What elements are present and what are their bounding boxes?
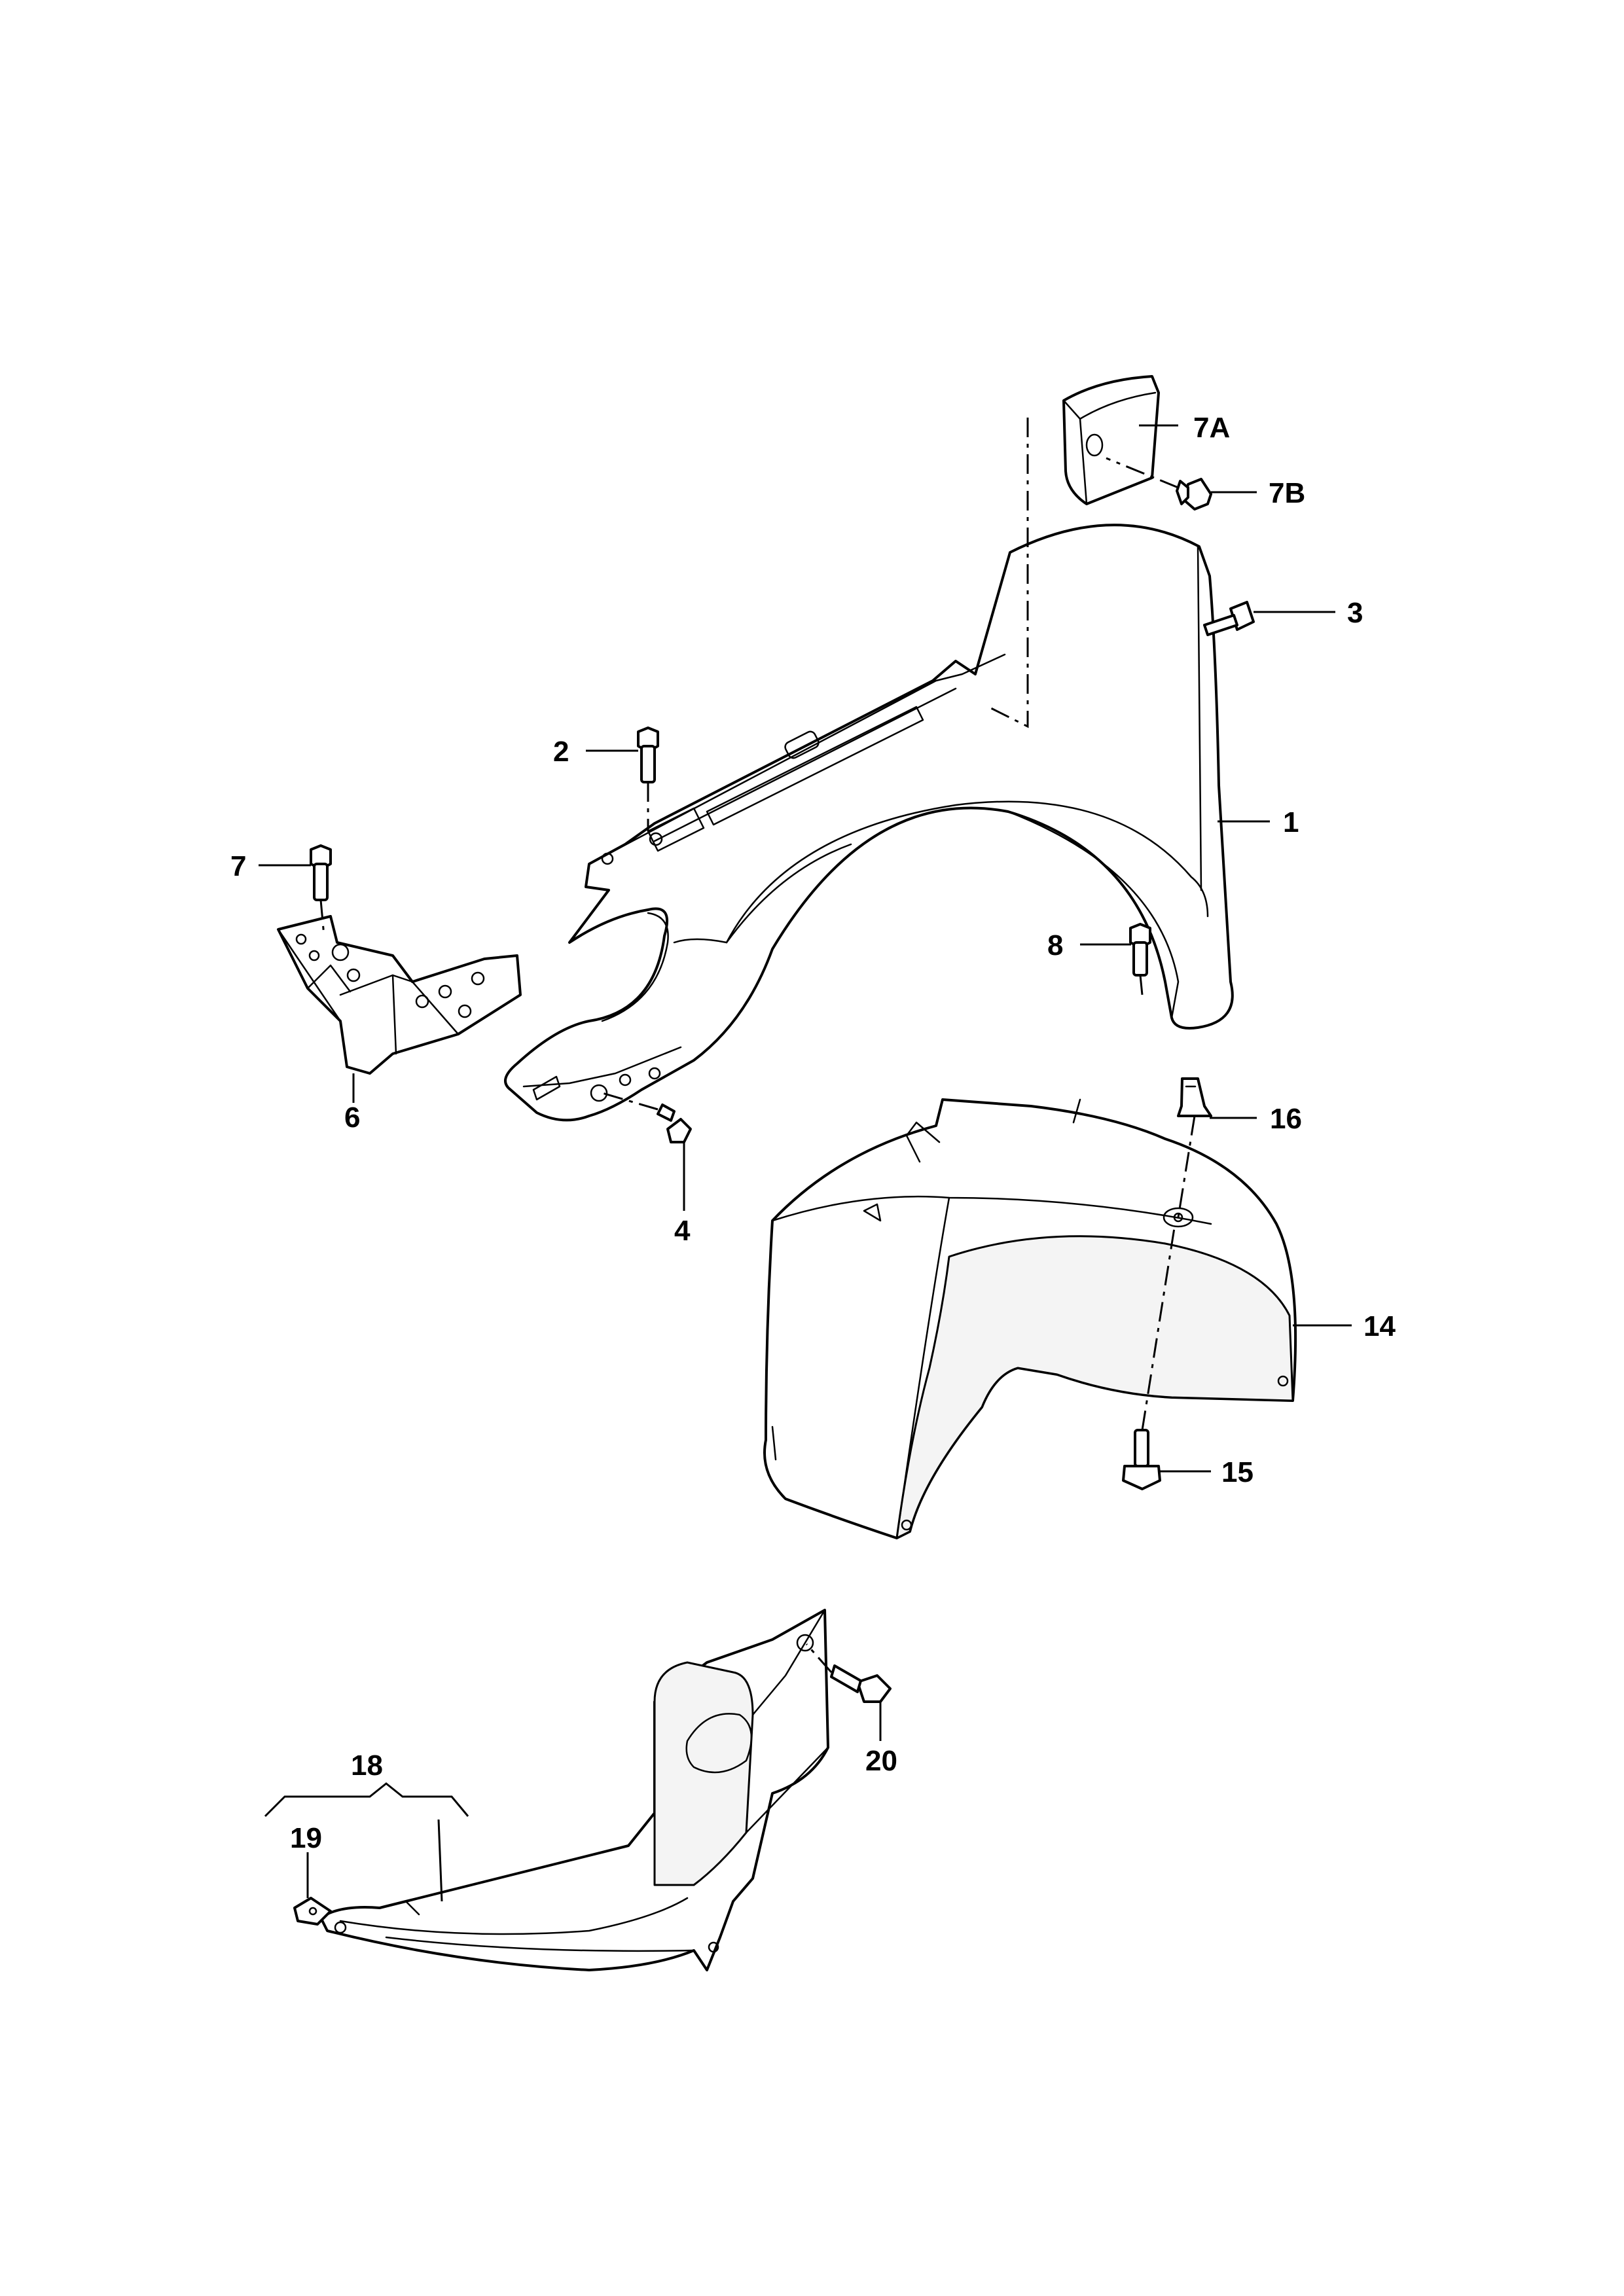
under-shield-part-18 bbox=[319, 1609, 829, 1971]
fender-part-1 bbox=[504, 524, 1234, 1122]
bracket-part-6 bbox=[277, 915, 522, 1075]
callout-7b: 7B bbox=[1269, 477, 1305, 509]
callout-6: 6 bbox=[344, 1102, 360, 1134]
callout-7: 7 bbox=[230, 850, 246, 882]
bolt-15 bbox=[1122, 1223, 1176, 1490]
callout-7a: 7A bbox=[1193, 412, 1230, 444]
wheel-arch-liner-part-14 bbox=[763, 1098, 1297, 1539]
callout-8: 8 bbox=[1047, 929, 1063, 961]
alignment-line-7a bbox=[988, 418, 1029, 728]
bolt-20 bbox=[805, 1643, 892, 1703]
callout-1: 1 bbox=[1283, 806, 1299, 838]
bolt-7b bbox=[1106, 457, 1212, 511]
bolt-7 bbox=[310, 844, 332, 937]
callout-19: 19 bbox=[290, 1822, 322, 1854]
bolt-2 bbox=[637, 726, 659, 831]
callout-4: 4 bbox=[674, 1215, 691, 1247]
bolt-8 bbox=[1129, 923, 1151, 996]
bolt-3 bbox=[1203, 601, 1255, 636]
bolt-4 bbox=[602, 1092, 692, 1143]
nut-19 bbox=[293, 1897, 332, 1926]
callout-14: 14 bbox=[1363, 1310, 1396, 1342]
callout-3: 3 bbox=[1347, 597, 1363, 629]
callout-15: 15 bbox=[1221, 1456, 1254, 1488]
leader-lines bbox=[259, 424, 1352, 1902]
clip-16 bbox=[1177, 1077, 1212, 1218]
bracket-part-7a bbox=[1062, 375, 1160, 505]
callout-18: 18 bbox=[351, 1749, 383, 1782]
callout-2: 2 bbox=[553, 736, 569, 768]
callout-16: 16 bbox=[1270, 1103, 1302, 1135]
callout-20: 20 bbox=[865, 1745, 897, 1777]
